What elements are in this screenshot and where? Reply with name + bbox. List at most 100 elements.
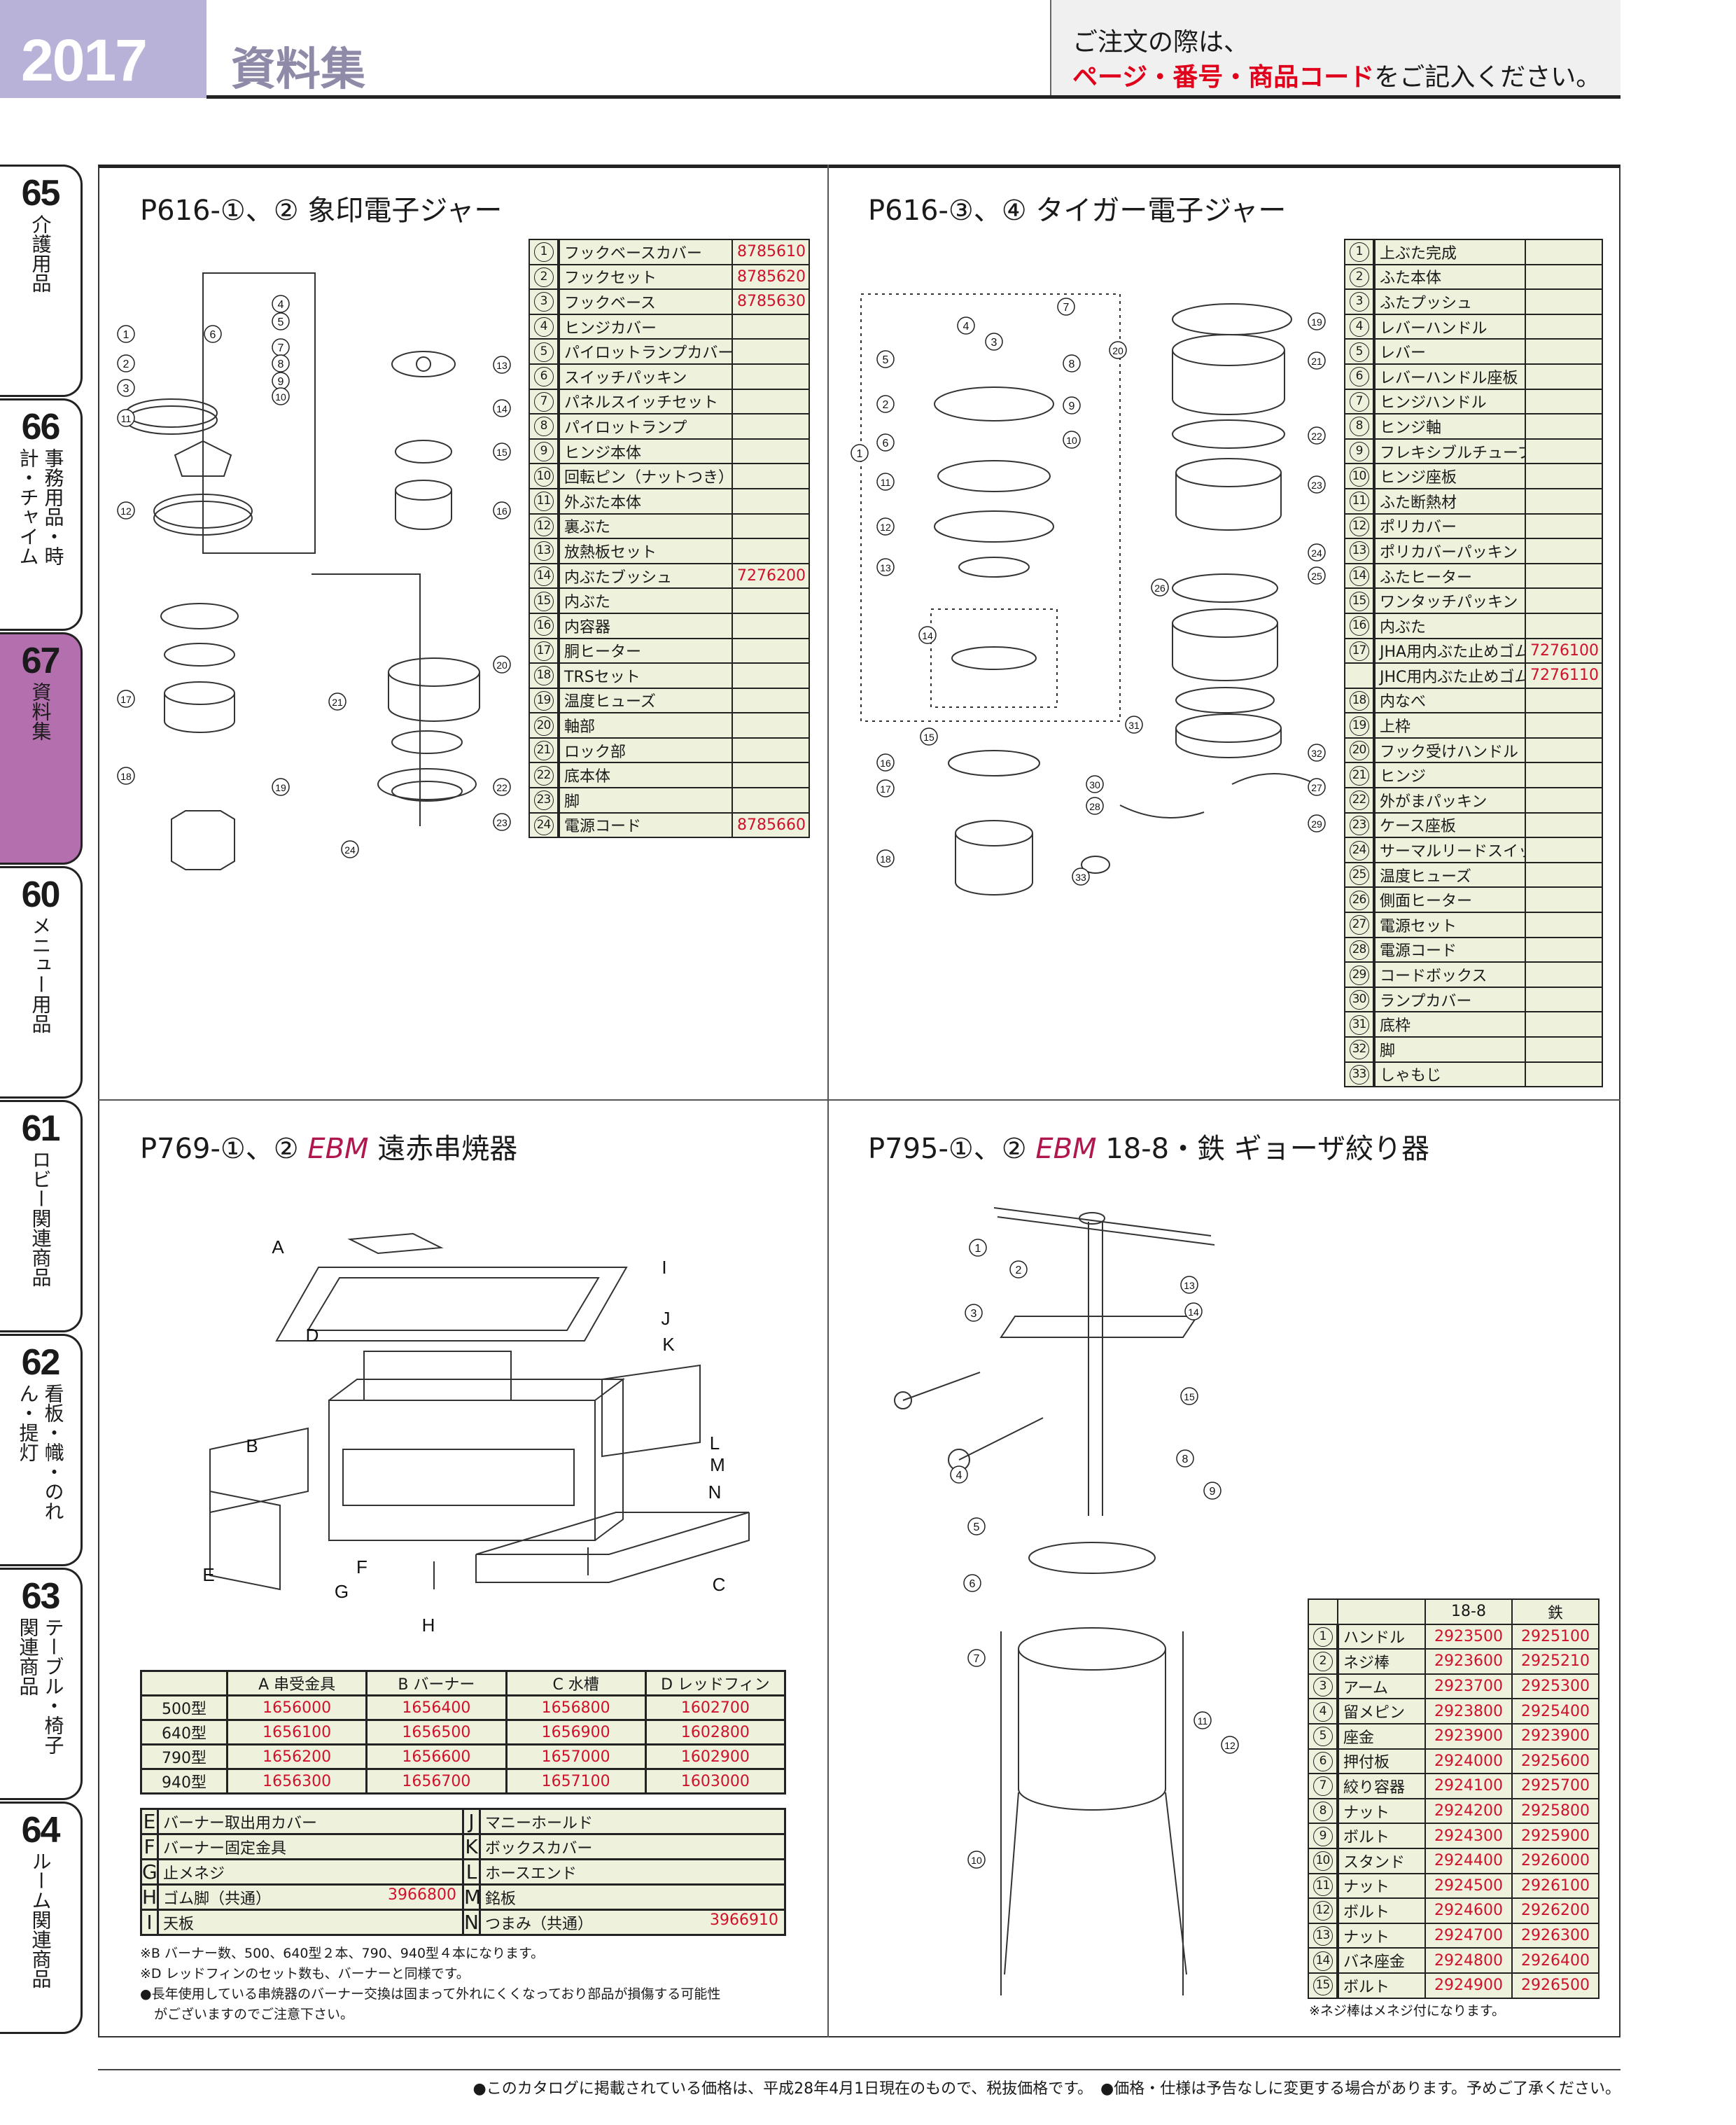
part-name: ヒンジハンドル [1373, 388, 1526, 415]
part-name: 底枠 [1373, 1011, 1526, 1038]
part-code [732, 587, 810, 614]
notice-tail: をご記入ください。 [1374, 63, 1602, 92]
part-number-badge: 7 [1312, 1776, 1333, 1797]
part-number: 33 [1344, 1061, 1376, 1088]
part-code: 1657000 [505, 1743, 647, 1770]
part-number-badge: 18 [1349, 690, 1369, 711]
part-code: 8785620 [732, 263, 810, 291]
part-code: 2924300 [1424, 1823, 1513, 1849]
part-code [1525, 239, 1603, 265]
part-number: 13 [528, 538, 560, 564]
part-code: 1657100 [505, 1768, 647, 1795]
part-name: JHA用内ぶた止めゴム [1373, 637, 1526, 664]
part-code [732, 687, 810, 714]
part-number-badge: 12 [1349, 516, 1369, 536]
part-name-text: ボックスカバー [485, 1839, 593, 1858]
part-code: 1656900 [505, 1719, 647, 1746]
part-number-badge: 2 [1349, 267, 1369, 287]
part-code: 1603000 [644, 1768, 787, 1795]
part-number: 3 [1344, 288, 1376, 315]
part-number-badge: 4 [533, 317, 554, 337]
part-number: 19 [1344, 712, 1376, 739]
part-name: 回転ピン（ナットつき） [558, 463, 733, 489]
part-number-badge: 14 [1312, 1951, 1333, 1971]
note-line: がございますのでご注意下さい。 [154, 2007, 354, 2022]
part-number-badge: 14 [533, 566, 554, 587]
part-number-badge: 21 [533, 741, 554, 761]
part-code: 2925700 [1511, 1773, 1600, 1799]
part-number: 24 [1344, 837, 1376, 863]
part-code: 1656300 [225, 1768, 368, 1795]
part-code [1525, 1036, 1603, 1063]
part-code: 2923900 [1424, 1722, 1513, 1750]
part-name: 上枠 [1373, 712, 1526, 739]
part-code [732, 762, 810, 789]
header-rule [206, 95, 1620, 99]
part-number-badge: 4 [1349, 317, 1369, 337]
part-name: ボックスカバー [479, 1833, 786, 1860]
part-letter: G [140, 1858, 159, 1886]
part-name: 上ぶた完成 [1373, 239, 1526, 265]
panel-title-gyoza-press: P795-①、② EBM 18-8・鉄 ギョーザ絞り器 [868, 1126, 1429, 1166]
part-code: 3966910 [710, 1911, 778, 1929]
part-code: 1602900 [644, 1743, 787, 1770]
part-code [1525, 837, 1603, 863]
part-name: バネ座金 [1337, 1947, 1426, 1974]
part-number-badge: 7 [533, 391, 554, 412]
part-number: 30 [1344, 986, 1376, 1013]
part-number: 10 [528, 463, 560, 489]
part-code [1525, 986, 1603, 1013]
part-number: 7 [1344, 388, 1376, 415]
part-name: ホースエンド [479, 1858, 786, 1886]
part-name: 軸部 [558, 712, 733, 739]
part-number: 13 [1344, 538, 1376, 564]
part-number-badge: 15 [533, 591, 554, 611]
tab-label: 看板・幟・のれん・提灯 [16, 1384, 65, 1521]
model-name: 940型 [140, 1768, 228, 1795]
part-name: 座金 [1337, 1722, 1426, 1750]
part-number: 23 [528, 787, 560, 814]
part-code: 2924700 [1424, 1922, 1513, 1949]
part-code [1525, 438, 1603, 465]
part-code [732, 787, 810, 814]
part-number-badge: 3 [1349, 292, 1369, 312]
part-number-badge: 24 [1349, 840, 1369, 861]
part-name: レバーハンドル [1373, 313, 1526, 340]
column-header: 18-8 [1424, 1598, 1513, 1625]
part-name: ランプカバー [1373, 986, 1526, 1013]
part-number: 8 [1308, 1797, 1339, 1825]
part-name: 内ぶた [558, 587, 733, 614]
tab-label: ルーム関連商品 [29, 1851, 52, 1988]
part-name: しゃもじ [1373, 1061, 1526, 1088]
part-number: 22 [1344, 787, 1376, 814]
part-code: 2926000 [1511, 1847, 1600, 1874]
